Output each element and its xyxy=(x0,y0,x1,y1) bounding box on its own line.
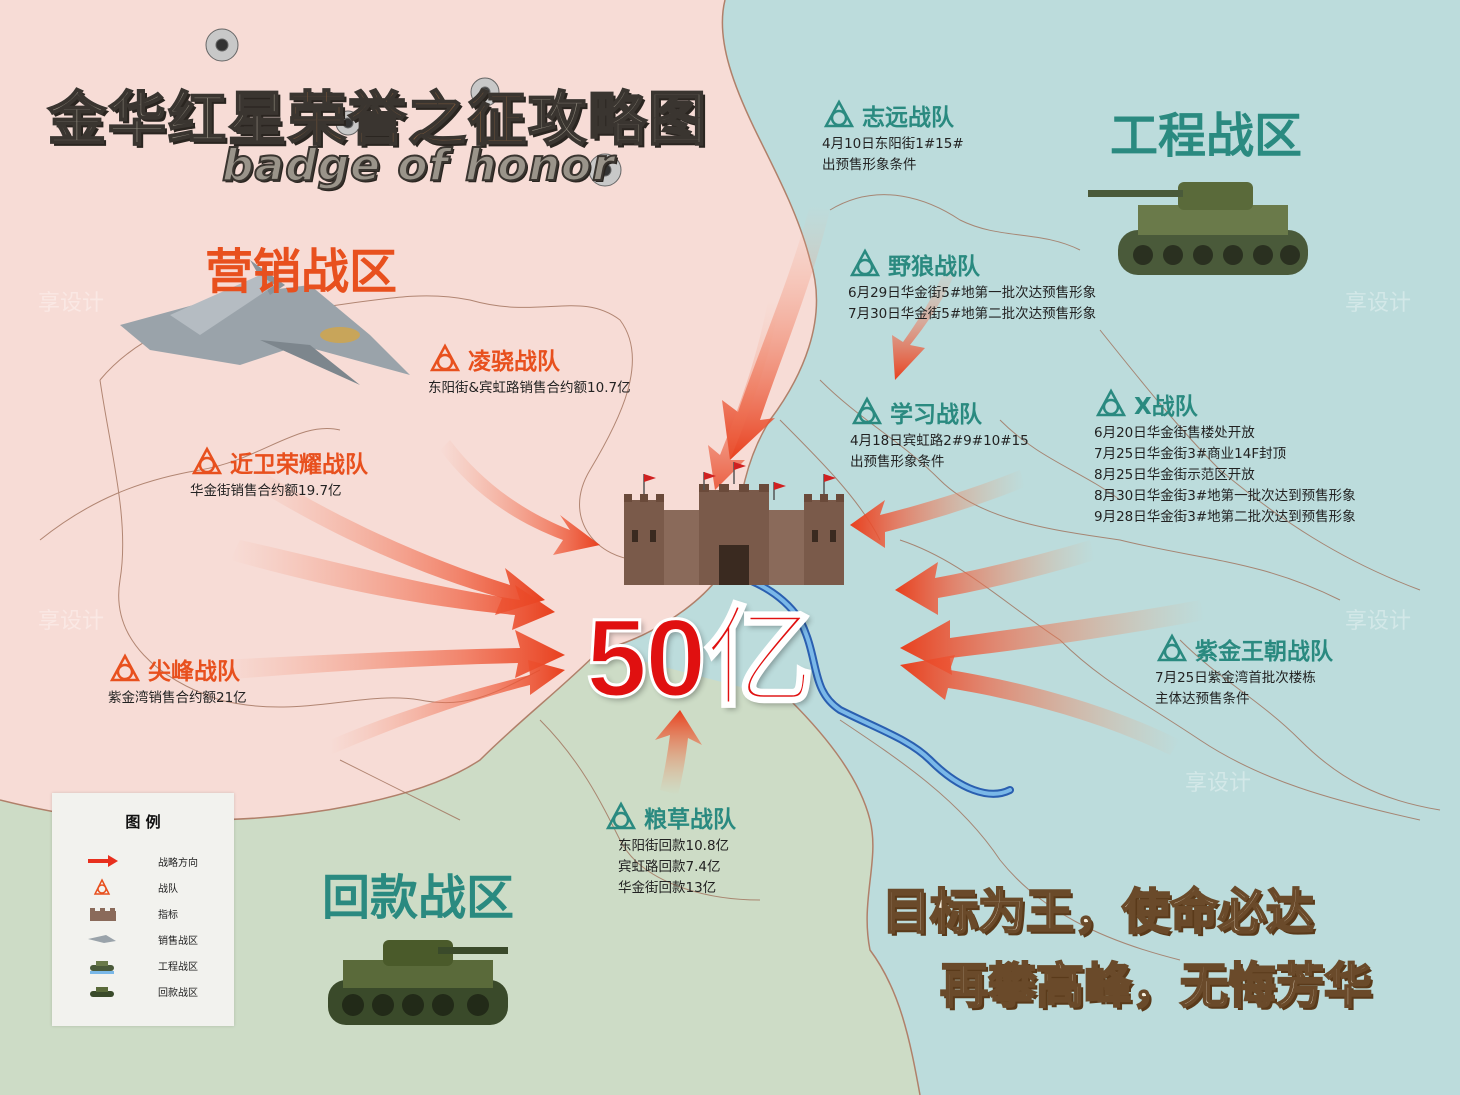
team-liangcao: 粮草战队 东阳街回款10.8亿宾虹路回款7.4亿华金街回款13亿 xyxy=(604,800,736,899)
legend-item: 销售战区 xyxy=(82,929,232,949)
zone-collection-label: 回款战区 xyxy=(322,870,515,926)
watermark: 享设计 xyxy=(1185,771,1252,796)
fighter-jet-icon xyxy=(88,935,116,943)
slogan-line-2: 再攀高峰，无悔芳华 xyxy=(939,957,1373,1015)
legend-item: 回款战区 xyxy=(82,981,232,1001)
tank-icon xyxy=(90,961,114,974)
team-lingxiao: 凌骁战队 东阳街&宾虹路销售合约额10.7亿 xyxy=(428,342,631,399)
team-zijin: 紫金王朝战队 7月25日紫金湾首批次楼栋主体达预售条件 xyxy=(1155,632,1333,710)
team-triangle-icon xyxy=(605,801,637,830)
castle-target-icon xyxy=(624,462,844,585)
team-triangle-icon xyxy=(849,248,881,277)
slogan-line-1: 目标为王，使命必达 xyxy=(881,883,1315,941)
strategy-arrows xyxy=(220,205,1205,795)
target-value: 50亿 xyxy=(584,596,815,722)
team-triangle-icon xyxy=(1156,633,1188,662)
page-subtitle-english: badge of honor xyxy=(221,139,615,192)
team-triangle-icon xyxy=(1095,388,1127,417)
zone-engineering-label: 工程战区 xyxy=(1110,108,1303,164)
legend-item: 工程战区 xyxy=(82,955,232,975)
tank-collection-icon xyxy=(328,940,508,1025)
team-triangle-icon xyxy=(93,878,111,895)
watermark: 享设计 xyxy=(38,291,105,316)
legend-item: 战队 xyxy=(82,877,232,897)
legend-item: 战略方向 xyxy=(82,851,232,871)
page-title: 金华红星荣誉之征攻略图 xyxy=(47,84,709,154)
legend-title: 图 例 xyxy=(125,813,161,831)
fighter-jet-icon xyxy=(120,260,410,385)
tank-icon xyxy=(90,987,114,997)
team-zhiyuan: 志远战队 4月10日东阳街1#15#出预售形象条件 xyxy=(822,98,964,176)
team-triangle-icon xyxy=(823,99,855,128)
watermark: 享设计 xyxy=(38,609,105,634)
watermark: 享设计 xyxy=(1345,609,1412,634)
team-triangle-icon xyxy=(191,446,223,475)
team-triangle-icon xyxy=(429,343,461,372)
legend-item: 指标 xyxy=(82,903,232,923)
team-jianfeng: 尖峰战队 紫金湾销售合约额21亿 xyxy=(108,652,247,709)
arrow-icon xyxy=(88,855,118,867)
marketing-region xyxy=(0,0,817,822)
team-jinwei: 近卫荣耀战队 华金街销售合约额19.7亿 xyxy=(190,445,368,502)
castle-icon xyxy=(90,908,116,921)
tank-engineering-icon xyxy=(1088,182,1308,275)
bullet-hole-decoration xyxy=(205,28,622,187)
watermark: 享设计 xyxy=(1345,291,1412,316)
team-triangle-icon xyxy=(851,396,883,425)
map-legend: 图 例 战略方向 战队 指标 销售战区 工程战区 回款战区 xyxy=(52,793,234,1026)
team-triangle-icon xyxy=(109,653,141,682)
zone-marketing-label: 营销战区 xyxy=(205,244,398,300)
